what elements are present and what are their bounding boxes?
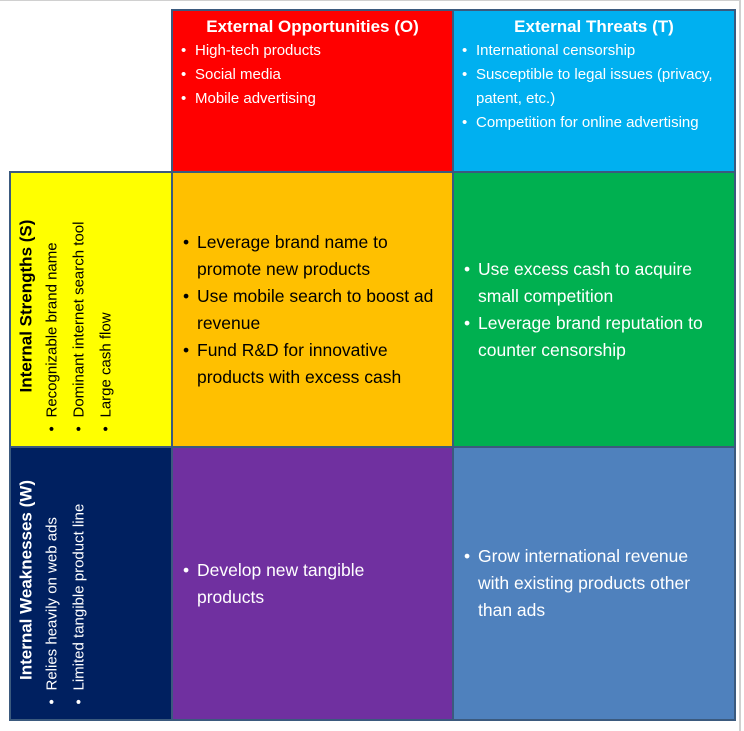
list-item: International censorship xyxy=(462,39,726,63)
list-item: Susceptible to legal issues (privacy, pa… xyxy=(462,63,726,111)
list-item: Use mobile search to boost ad revenue xyxy=(183,283,442,337)
list-item: Grow international revenue with existing… xyxy=(464,543,724,624)
list-item: Leverage brand name to promote new produ… xyxy=(183,229,442,283)
list-item: Social media xyxy=(181,63,444,87)
strengths-cell: Internal Strengths (S) Recognizable bran… xyxy=(9,171,173,448)
list-item: Use excess cash to acquire small competi… xyxy=(464,256,724,310)
list-item: Recognizable brand name xyxy=(39,181,66,432)
threats-title: External Threats (T) xyxy=(514,17,674,36)
opportunities-title: External Opportunities (O) xyxy=(206,17,419,36)
list-item: Relies heavily on web ads xyxy=(39,456,66,705)
list-item: Limited tangible product line xyxy=(66,456,93,705)
opportunities-cell: External Opportunities (O) High-tech pro… xyxy=(171,9,454,173)
weaknesses-title: Internal Weaknesses (W) xyxy=(16,480,36,680)
st-strategies-cell: Use excess cash to acquire small competi… xyxy=(452,171,736,448)
wo-strategies-cell: Develop new tangible products xyxy=(171,446,454,721)
strengths-title: Internal Strengths (S) xyxy=(16,219,36,393)
list-item: High-tech products xyxy=(181,39,444,63)
wt-strategies-cell: Grow international revenue with existing… xyxy=(452,446,736,721)
list-item: Mobile advertising xyxy=(181,87,444,111)
list-item: Fund R&D for innovative products with ex… xyxy=(183,337,442,391)
weaknesses-cell: Internal Weaknesses (W) Relies heavily o… xyxy=(9,446,173,721)
list-item: Dominant internet search tool xyxy=(66,181,93,432)
list-item: Large cash flow xyxy=(93,181,120,432)
list-item: Develop new tangible products xyxy=(183,557,442,611)
so-strategies-cell: Leverage brand name to promote new produ… xyxy=(171,171,454,448)
list-item: Competition for online advertising xyxy=(462,111,726,135)
list-item: Leverage brand reputation to counter cen… xyxy=(464,310,724,364)
threats-cell: External Threats (T) International censo… xyxy=(452,9,736,173)
